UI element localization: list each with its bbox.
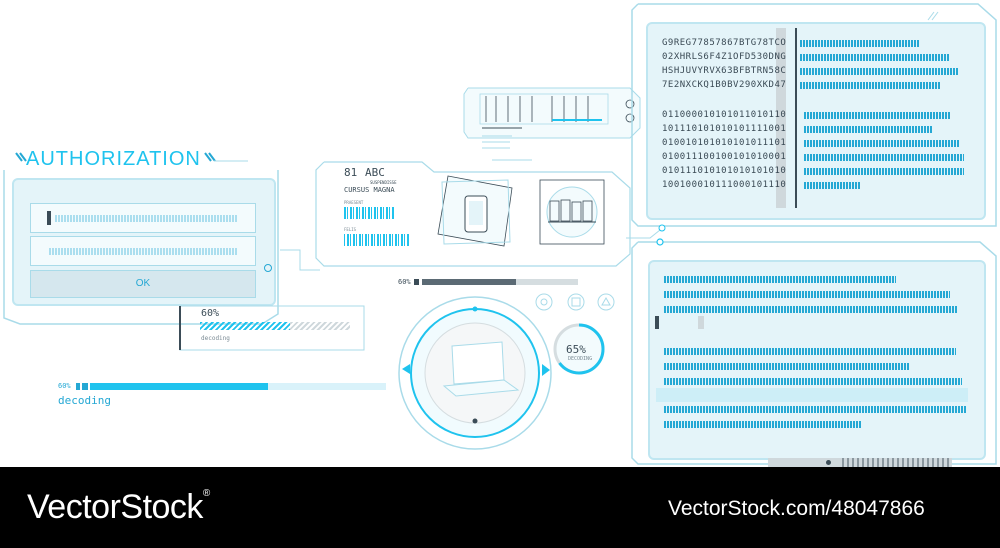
ok-button[interactable]: OK xyxy=(30,270,256,298)
decoding-bar-fill xyxy=(90,383,268,390)
watermark-url: VectorStock.com/48047866 xyxy=(668,497,925,520)
highlight-row xyxy=(656,388,968,402)
text-cursor xyxy=(655,316,659,329)
redacted-row xyxy=(664,406,966,413)
tick-mark xyxy=(82,383,88,390)
watermark-brand: VectorStock® xyxy=(27,488,210,527)
redacted-row xyxy=(664,306,958,313)
redacted-row xyxy=(664,276,896,283)
redacted-row xyxy=(664,348,956,355)
status-dot xyxy=(826,460,831,465)
redacted-row xyxy=(804,126,932,133)
code-panel-frame xyxy=(631,3,997,227)
authorization-frame xyxy=(3,152,279,325)
binary-line: 100100010111000101110 xyxy=(662,180,787,190)
redacted-row xyxy=(664,378,962,385)
id-card-frame xyxy=(315,159,631,267)
text-cursor xyxy=(47,211,51,225)
username-field[interactable] xyxy=(30,203,256,233)
text-panel xyxy=(648,260,986,460)
laptop-icon xyxy=(442,341,520,397)
decoding-gauge xyxy=(553,323,605,375)
redacted-row xyxy=(800,54,950,61)
status-ticks xyxy=(842,458,952,467)
card-cursus: CURSUS MAGNA xyxy=(344,186,395,194)
decoding-box-label: decoding xyxy=(201,335,230,342)
authorization-title: AUTHORIZATION xyxy=(26,148,201,170)
redacted-row xyxy=(664,421,862,428)
binary-line: 010011100100101010001 xyxy=(662,152,787,162)
hub-controls xyxy=(535,293,615,311)
redacted-row xyxy=(664,291,950,298)
code-cursor xyxy=(795,28,797,208)
card-felis: FELIS xyxy=(344,227,357,232)
decoding-bar-percent: 60% xyxy=(58,382,71,390)
mid-progress-percent: 60% xyxy=(398,278,411,286)
hex-block: G9REG77857867BTG78TCO 02XHRLS6F4Z1OFD530… xyxy=(662,36,786,92)
binary-line: 010111010101010101010 xyxy=(662,166,787,176)
binary-line: 101110101010101111001 xyxy=(662,124,787,134)
card-suspendisse: SUSPENDISSE xyxy=(370,180,397,185)
hex-line: 7E2NXCKQ1B0BV290XKD47 xyxy=(662,80,787,90)
watermark-footer: VectorStock® VectorStock.com/48047866 xyxy=(0,467,1000,548)
code-divider xyxy=(776,28,786,208)
binary-line: 010010101010101011101 xyxy=(662,138,787,148)
mid-progress-fill xyxy=(422,279,516,285)
binary-line: 011000010101011010110 xyxy=(662,110,787,120)
phone-icon xyxy=(464,195,488,233)
redacted-row xyxy=(804,112,950,119)
password-field[interactable] xyxy=(30,236,256,266)
redacted-row xyxy=(800,40,920,47)
card-abc: ABC xyxy=(365,166,385,179)
card-praesent: PRAESENT xyxy=(344,200,364,205)
redacted-row xyxy=(804,154,964,161)
decoding-box-percent: 60% xyxy=(201,308,220,319)
gauge-percent: 65% xyxy=(566,343,586,356)
username-mask xyxy=(55,215,237,222)
hex-line: HSHJUVYRVX63BFBTRN58C xyxy=(662,66,787,76)
card-code: 81 xyxy=(344,166,358,179)
watermark-registered: ® xyxy=(202,488,210,499)
redacted-row xyxy=(804,140,960,147)
password-mask xyxy=(49,248,237,255)
barcode xyxy=(344,234,410,246)
redacted-row xyxy=(800,82,940,89)
tick-mark xyxy=(76,383,80,390)
corner-dot xyxy=(264,264,272,272)
sequence-widget xyxy=(463,87,641,149)
redacted-row xyxy=(804,168,964,175)
decoding-bar-label: decoding xyxy=(58,394,111,407)
redacted-row xyxy=(800,68,958,75)
hex-line: 02XHRLS6F4Z1OFD530DNG xyxy=(662,52,787,62)
books-icon xyxy=(548,199,596,223)
text-selection xyxy=(698,316,704,329)
watermark-brand-text: VectorStock xyxy=(27,488,203,526)
decoding-box-fill xyxy=(200,322,290,330)
decoding-box-frame xyxy=(179,305,365,351)
barcode xyxy=(344,207,394,219)
redacted-row xyxy=(804,182,860,189)
gauge-label: DECODING xyxy=(568,356,593,362)
connector-lines xyxy=(280,224,666,271)
hex-line: G9REG77857867BTG78TCO xyxy=(662,38,787,48)
redacted-row xyxy=(664,363,910,370)
ok-button-label: OK xyxy=(135,278,151,289)
binary-block: 011000010101011010110 101110101010101111… xyxy=(662,108,786,192)
tick-mark xyxy=(414,279,419,285)
